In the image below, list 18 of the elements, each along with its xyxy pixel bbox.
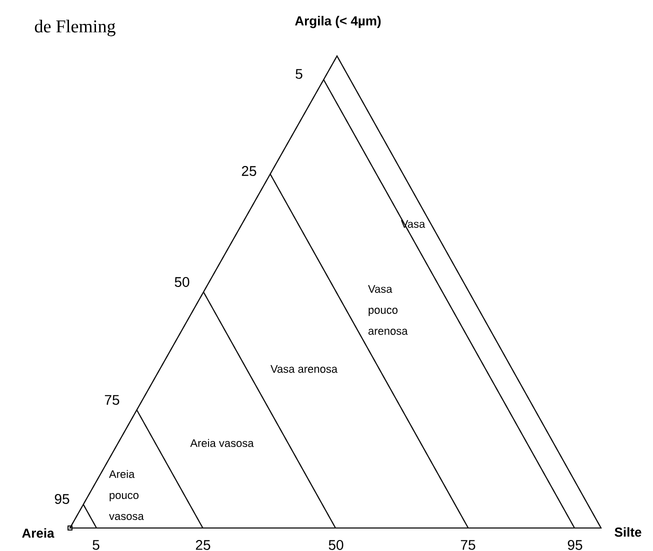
tick-label: 95 — [568, 540, 582, 550]
region-label: Vasa arenosa — [270, 365, 338, 373]
axis-label: Silte — [614, 527, 642, 537]
tick-label: 75 — [104, 395, 120, 405]
tick-label: 5 — [296, 69, 302, 79]
axis-label: Areia — [22, 528, 54, 538]
tick-label: 75 — [460, 540, 476, 550]
tick-label: 5 — [92, 540, 100, 550]
title: de Fleming — [34, 20, 116, 36]
tick-label: 25 — [242, 166, 256, 176]
region-label: Areia vasosa — [190, 438, 254, 448]
tick-label: 25 — [196, 540, 210, 550]
tick-label: 95 — [54, 494, 70, 504]
axis-label: Argila (< 4µm) — [295, 16, 381, 28]
region-label: Vasa pouco arenosa — [368, 285, 408, 335]
region-label: Areia pouco vasosa — [109, 470, 144, 520]
tick-label: 50 — [174, 277, 190, 287]
tick-label: 50 — [328, 540, 344, 550]
